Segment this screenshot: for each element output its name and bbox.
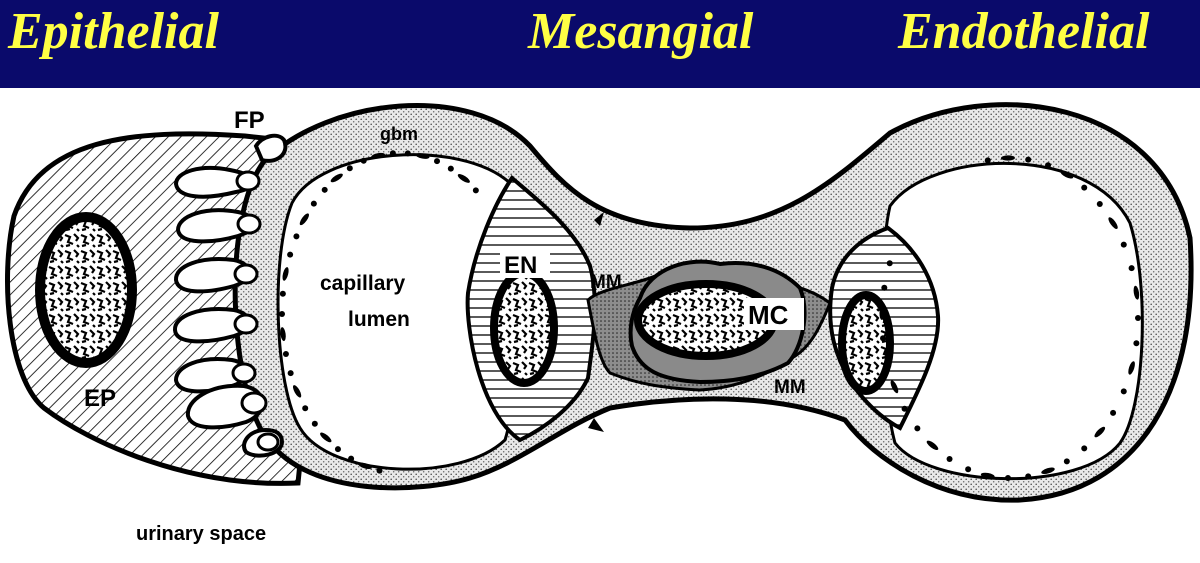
label-mc: MC [748,300,789,330]
fenestration-bead [472,187,479,194]
fenestration-bead [1128,361,1135,375]
label-en-backdrop [500,248,550,278]
fenestration-bead [1025,156,1032,163]
fenestration-bead [293,233,300,240]
title-banner: Epithelial Mesangial Endothelial [0,0,1200,88]
fenestration-bead [946,456,953,463]
fenestration-bead [1025,473,1032,480]
fenestration-bead [346,165,353,172]
fenestration-bead [404,150,411,157]
fenestration-bead [321,186,328,193]
fenestration-bead [881,284,888,291]
fenestration-bead [282,350,289,357]
label-mm-top: MM [590,272,622,293]
label-urinary-space: urinary space [136,523,266,545]
fenestration-bead [1094,426,1106,438]
fenestration-bead [280,327,286,342]
fenestration-bead [1108,217,1118,229]
fenestration-bead [1045,162,1052,169]
label-capillary: capillary [320,272,406,295]
fenestration-bead [1133,340,1140,347]
fenestration-bead [1081,184,1088,191]
fenestration-bead [415,153,430,159]
fenestration-bead [311,420,318,427]
fenestration-bead [901,405,908,412]
fenestration-bead [330,173,343,183]
fenestration-bead [320,432,332,443]
fenestration-bead [1096,200,1103,207]
fenestration-bead [914,425,921,432]
fenestration-bead [287,370,294,377]
label-ep: EP [84,385,116,412]
podocyte-nucleus [35,212,137,368]
label-gbm: gbm [380,124,418,144]
fenestration-bead [1081,445,1088,452]
left-lumen-fenestrations [279,150,479,474]
right-endothelial-nucleus [838,291,894,395]
fenestration-bead [302,405,309,412]
left-endothelial-nucleus [490,269,558,387]
right-lumen-fenestrations [879,155,1141,481]
label-en: EN [504,252,537,279]
glomerular-capillary-diagram: FP gbm EN MM MC MM EP capillary lumen ur… [5,102,1194,545]
fenestration-bead [310,200,317,207]
fenestration-bead [279,290,286,297]
fenestration-bead [890,380,899,394]
fenestration-bead [1060,170,1074,179]
foot-process-tips [231,170,280,452]
fenestration-bead [358,462,372,470]
title-epithelial: Epithelial [8,3,219,60]
title-mesangial: Mesangial [528,3,754,60]
fenestration-bead [980,472,995,479]
fenestration-bead [376,467,383,474]
fenestration-bead [457,174,470,183]
fenestration-bead [1128,265,1135,272]
fenestration-bead [1120,388,1127,395]
fenestration-bead [884,360,891,367]
fenestration-bead [299,213,309,226]
arrowhead-top [594,212,604,226]
fenestration-bead [879,305,885,320]
fenestration-bead [282,267,289,281]
fenestration-bead [1004,474,1011,481]
fenestration-bead [1135,315,1141,321]
label-mm-bottom: MM [774,377,806,398]
fenestration-bead [279,310,286,317]
label-lumen: lumen [348,308,410,331]
fenestration-bead [1120,241,1127,248]
fenestration-bead [1000,155,1015,161]
fenestration-bead [434,158,441,165]
fenestration-bead [1041,467,1055,475]
fenestration-bead [389,150,396,157]
fenestration-bead [1063,458,1070,465]
fenestration-bead [880,335,887,342]
fenestration-bead [348,455,355,462]
fenestration-bead [334,446,341,453]
label-mc-backdrop [744,298,804,330]
fenestration-bead [447,165,454,172]
label-fp: FP [234,107,265,134]
fenestration-bead [886,260,893,267]
fenestration-bead [287,251,294,258]
fenestration-bead [1110,409,1117,416]
fenestration-bead [360,157,367,164]
arrowhead-bottom [588,418,604,432]
fenestration-bead [926,440,939,451]
fenestration-bead [984,157,991,164]
fenestration-bead [1133,285,1140,300]
fenestration-bead [292,385,302,398]
fenestration-bead [371,152,386,159]
left-capillary-lumen [276,153,520,471]
title-endothelial: Endothelial [898,3,1150,60]
fenestration-bead [965,466,972,473]
